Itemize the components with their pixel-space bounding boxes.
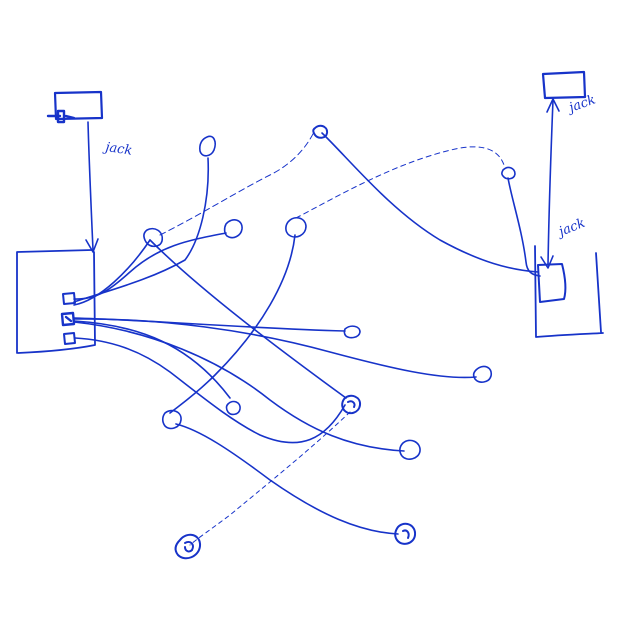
panel-left-connector-2 [60,311,76,327]
cable-end-h [472,365,493,383]
cable-12 [507,177,541,277]
cable-end-a [199,135,216,157]
panel-right [534,245,604,338]
dashed-line-ring-e-to-ring-f [295,146,506,219]
cable-end-e [285,217,307,238]
cable-11 [321,132,539,273]
cable-end-c [143,227,164,248]
cable-end-k [161,409,182,430]
panel-left-connector-1 [62,292,76,305]
jack-right-box-label: jack [554,216,587,241]
cable-2 [73,157,210,303]
cable-end-g [343,325,361,339]
panel-right-connector [537,263,567,303]
jack-left-label: jack [101,140,133,159]
cable-3 [73,239,151,306]
cable-end-i [225,400,241,416]
cable-end-b [312,124,329,139]
arrow-right-head-up [546,98,560,113]
arrow-left-jack-head [85,238,99,253]
cable-5 [73,318,477,379]
dashed-line-ring-c-to-ring-b [159,131,315,236]
cable-7 [73,321,405,452]
arrow-right-vertical [547,99,554,266]
cable-end-f [501,166,516,180]
cable-end-j [341,394,362,415]
jack-right-top-label: jack [564,92,597,116]
jack-right-box [541,70,587,100]
cable-13 [175,423,399,535]
cable-8 [74,337,346,444]
cable-10 [169,234,296,414]
jack-left-box [53,90,104,121]
arrow-right-head-down [540,255,554,269]
jack-right: jack [541,70,598,117]
arrow-left-jack-to-panel [87,121,94,251]
jack-left-plug [46,109,76,124]
cable-end-n [174,533,202,560]
panel-left [16,249,96,354]
jack-left: jack [46,90,133,159]
cable-end-d [223,219,243,239]
cable-end-l [399,439,421,460]
cable-9 [149,239,347,399]
dashed-line-ring-j-to-ring-n [189,411,351,546]
panel-left-connector-3 [63,332,76,345]
